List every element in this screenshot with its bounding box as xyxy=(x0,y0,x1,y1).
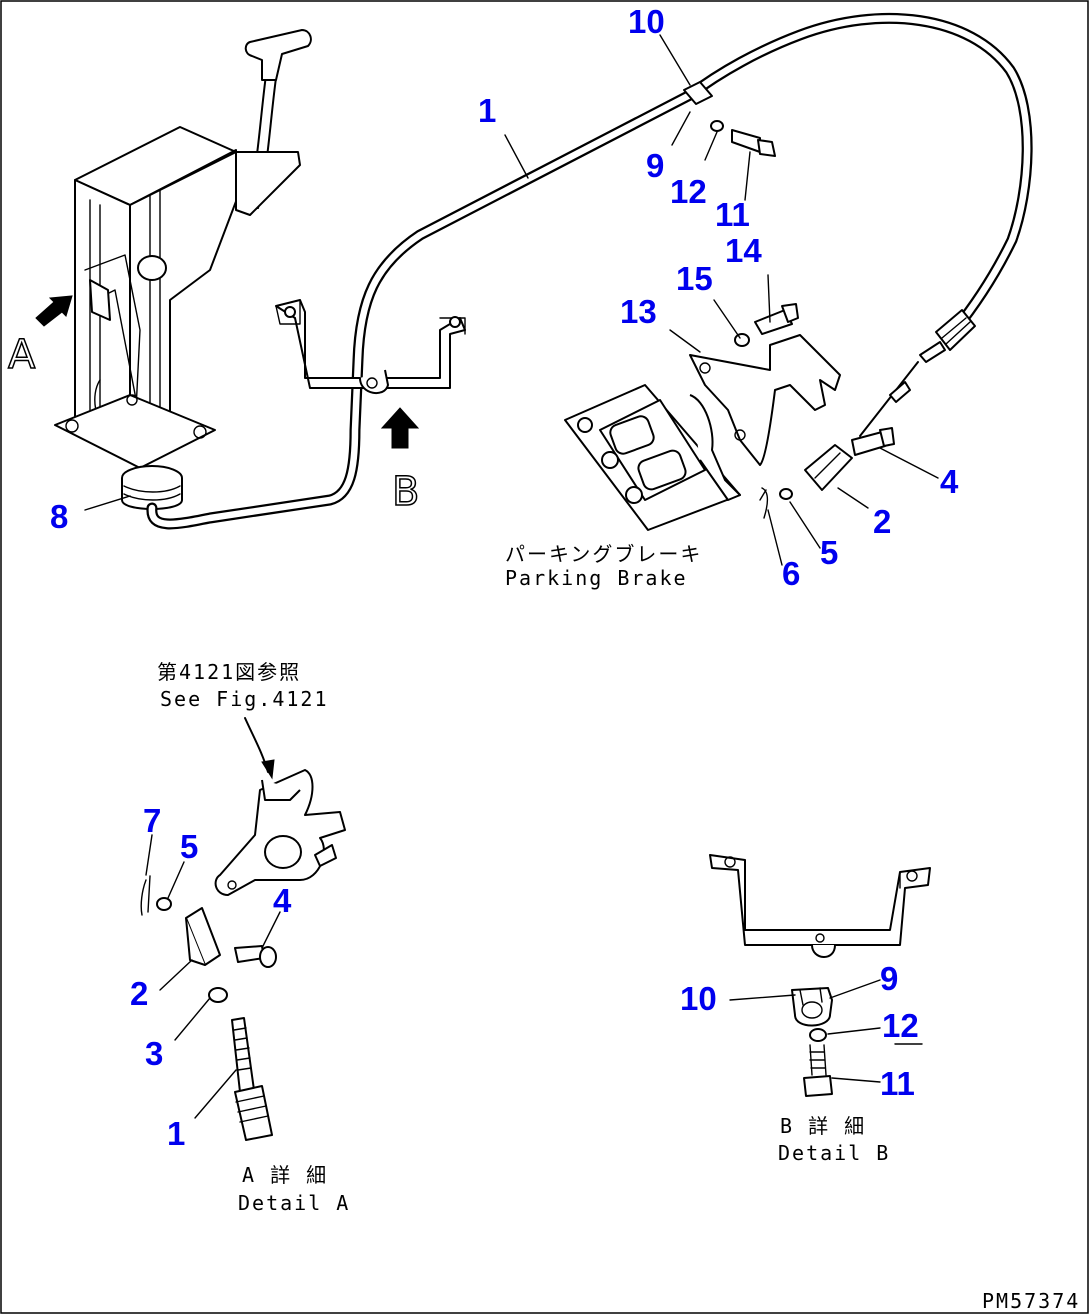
view-marker-b: B xyxy=(392,469,419,515)
parking-brake-lever-assembly xyxy=(54,29,312,510)
lever-bracket-13 xyxy=(689,334,841,466)
detail-b: 10 9 12 11 B 詳 細 Detail B xyxy=(680,854,931,1165)
detail-a: 第4121図参照 See Fig.4121 7 xyxy=(130,660,350,1215)
detail-a-callout-3: 3 xyxy=(145,1035,163,1072)
detail-a-callout-4: 4 xyxy=(273,882,292,919)
detail-a-label-en: Detail A xyxy=(238,1191,350,1215)
hardware-main xyxy=(710,120,895,519)
view-marker-a: A xyxy=(8,332,36,378)
callout-1: 1 xyxy=(478,92,496,129)
washer-12 xyxy=(710,120,724,132)
cotter-pin-6 xyxy=(759,487,769,519)
clevis-2 xyxy=(804,444,853,491)
callout-5: 5 xyxy=(820,534,838,571)
detail-b-callout-9: 9 xyxy=(880,960,898,997)
view-arrow-b: B xyxy=(380,407,420,516)
callout-13: 13 xyxy=(620,293,657,330)
callout-9: 9 xyxy=(646,147,664,184)
detail-b-label-en: Detail B xyxy=(778,1141,890,1165)
bolt-11 xyxy=(731,129,761,153)
cable-bracket xyxy=(275,299,466,394)
leader-lines-main xyxy=(84,34,939,566)
callout-6: 6 xyxy=(782,555,800,592)
detail-b-callout-10: 10 xyxy=(680,980,717,1017)
callout-11: 11 xyxy=(715,196,750,233)
detail-b-label-jp: B 詳 細 xyxy=(780,1114,866,1138)
callout-4: 4 xyxy=(940,463,959,500)
parking-brake-label-en: Parking Brake xyxy=(505,566,688,590)
drawing-id: PM57374 xyxy=(982,1289,1080,1313)
callout-2: 2 xyxy=(873,503,891,540)
detail-b-callout-11: 11 xyxy=(880,1065,915,1102)
callout-15: 15 xyxy=(676,260,713,297)
parking-brake-caliper xyxy=(564,384,741,531)
detail-a-callout-2: 2 xyxy=(130,975,148,1012)
parking-brake-label-jp: パーキングブレーキ xyxy=(505,542,702,566)
detail-a-callout-7: 7 xyxy=(143,802,161,839)
see-fig-label-jp: 第4121図参照 xyxy=(157,660,301,684)
callout-12: 12 xyxy=(670,173,707,210)
pin-4 xyxy=(851,431,886,456)
callout-14: 14 xyxy=(725,232,762,269)
see-fig-label-en: See Fig.4121 xyxy=(160,687,329,711)
bolt-14 xyxy=(754,309,793,335)
callout-8: 8 xyxy=(50,498,68,535)
detail-a-callout-1: 1 xyxy=(167,1115,185,1152)
washer-15 xyxy=(734,333,750,347)
view-arrow-a: A xyxy=(7,295,73,379)
detail-a-callout-5: 5 xyxy=(180,828,198,865)
callout-10: 10 xyxy=(628,3,665,40)
brake-cable xyxy=(146,12,1033,530)
detail-b-callout-12: 12 xyxy=(882,1007,919,1044)
callouts-main: 1 10 9 12 11 14 15 13 4 2 5 6 8 xyxy=(50,3,959,592)
detail-a-label-jp: A 詳 細 xyxy=(242,1163,328,1187)
washer-5 xyxy=(779,488,793,500)
